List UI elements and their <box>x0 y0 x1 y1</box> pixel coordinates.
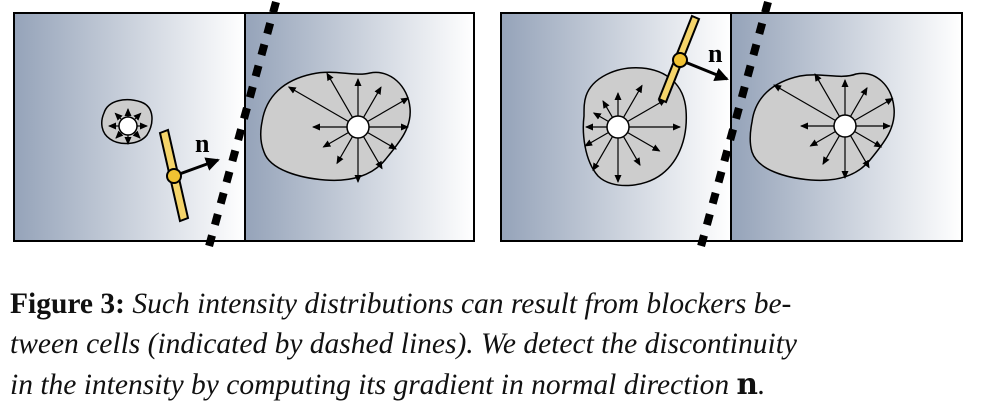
caption-line-3: in the intensity by computing its gradie… <box>10 369 737 401</box>
intensity-arrow <box>336 136 354 165</box>
intensity-arrow <box>854 97 894 122</box>
intensity-arrow <box>322 131 349 148</box>
intensity-arrow <box>602 100 614 118</box>
caption-line-2: tween cells (indicated by dashed lines).… <box>10 328 797 360</box>
left-panel: n <box>13 0 475 252</box>
intensity-arrow <box>622 136 641 166</box>
caption-label: Figure 3: <box>10 288 125 320</box>
right-cell-intensity-arrows <box>773 73 894 179</box>
intensity-arrow <box>627 131 661 152</box>
intensity-arrow <box>854 130 883 148</box>
normal-label-left: n <box>195 129 210 158</box>
left-cell-intensity-arrows <box>584 84 681 183</box>
intensity-arrow <box>809 130 836 147</box>
intensity-arrow <box>362 136 383 170</box>
caption-normal-symbol: n <box>736 366 758 401</box>
intensity-arrow <box>773 84 836 122</box>
small-light-source <box>101 99 153 145</box>
intensity-arrow <box>326 72 354 118</box>
blocker-right <box>657 14 729 104</box>
figure-illustration: n n <box>13 0 963 252</box>
intensity-arrow <box>622 84 643 118</box>
caption-line-1: Such intensity distributions can result … <box>124 288 792 320</box>
figure-caption: Figure 3: Such intensity distributions c… <box>10 284 976 405</box>
intensity-arrow <box>592 112 609 123</box>
intensity-arrow <box>849 87 868 117</box>
intensity-arrow <box>584 131 609 147</box>
intensity-arrow <box>133 112 142 121</box>
caption-end: . <box>757 369 766 401</box>
large-intensity-arrows <box>287 72 410 183</box>
intensity-arrow <box>362 86 382 118</box>
large-light-source <box>259 71 411 183</box>
normal-label-right: n <box>708 39 723 68</box>
small-intensity-arrows <box>108 108 148 145</box>
intensity-arrow <box>627 98 667 123</box>
intensity-arrow <box>592 136 614 172</box>
intensity-arrow <box>814 73 841 117</box>
intensity-arrow <box>849 135 870 169</box>
right-panel: n <box>500 0 963 252</box>
intensity-arrow <box>287 86 349 123</box>
intensity-arrow <box>132 130 141 139</box>
intensity-arrow <box>114 112 123 121</box>
blocker-left <box>158 128 220 223</box>
intensity-arrow <box>115 130 124 139</box>
intensity-arrow <box>367 97 410 123</box>
right-cell-light-source <box>749 72 895 182</box>
intensity-arrow <box>367 131 397 150</box>
intensity-arrow <box>822 135 841 165</box>
